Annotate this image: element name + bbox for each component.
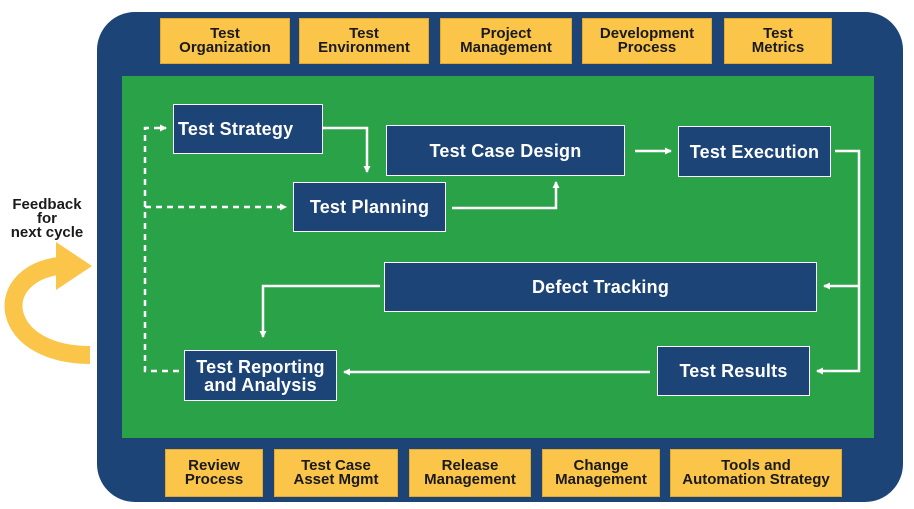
feedback-label: Feedback for next cycle [10,196,84,241]
box-test-planning: Test Planning [293,182,446,232]
box-defect-tracking: Defect Tracking [384,262,817,312]
box-test-case-design: Test Case Design [386,125,625,176]
box-test-strategy: Test Strategy [173,104,323,154]
box-test-execution: Test Execution [678,126,831,177]
box-test-results: Test Results [657,346,810,396]
